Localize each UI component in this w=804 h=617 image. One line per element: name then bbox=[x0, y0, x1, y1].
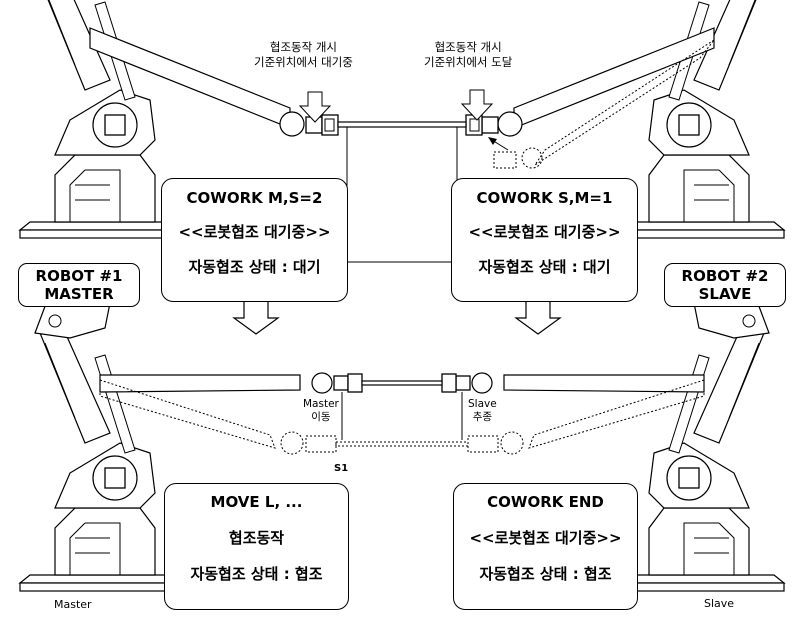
caption-master: Master bbox=[54, 598, 92, 611]
status-box-master: MOVE L, ... 협조동작 자동협조 상태 : 협조 bbox=[164, 483, 349, 610]
status-box-robot2: COWORK S,M=1 <<로봇협조 대기중>> 자동협조 상태 : 대기 bbox=[451, 178, 638, 302]
workpiece-top bbox=[337, 121, 467, 128]
robot-2-bottom bbox=[441, 277, 785, 592]
workpiece-moved bbox=[335, 441, 469, 447]
workpiece-bottom bbox=[361, 380, 443, 386]
arrow-down-icon bbox=[298, 91, 332, 123]
arrow-head-icon bbox=[488, 137, 497, 145]
flow-arrow-right-icon bbox=[514, 299, 562, 335]
caption-slave: Slave bbox=[704, 597, 735, 610]
status-box-robot1: COWORK M,S=2 <<로봇협조 대기중>> 자동협조 상태 : 대기 bbox=[161, 178, 348, 302]
status-box-slave: COWORK END <<로봇협조 대기중>> 자동협조 상태 : 협조 bbox=[453, 483, 638, 610]
robot-1-bottom bbox=[19, 277, 363, 592]
point-s1-label: S1 bbox=[334, 463, 349, 474]
flow-arrow-left-icon bbox=[232, 299, 280, 335]
robot-2-top bbox=[465, 0, 785, 239]
robot-1-top bbox=[19, 0, 339, 239]
arrow-down-icon bbox=[460, 89, 494, 121]
